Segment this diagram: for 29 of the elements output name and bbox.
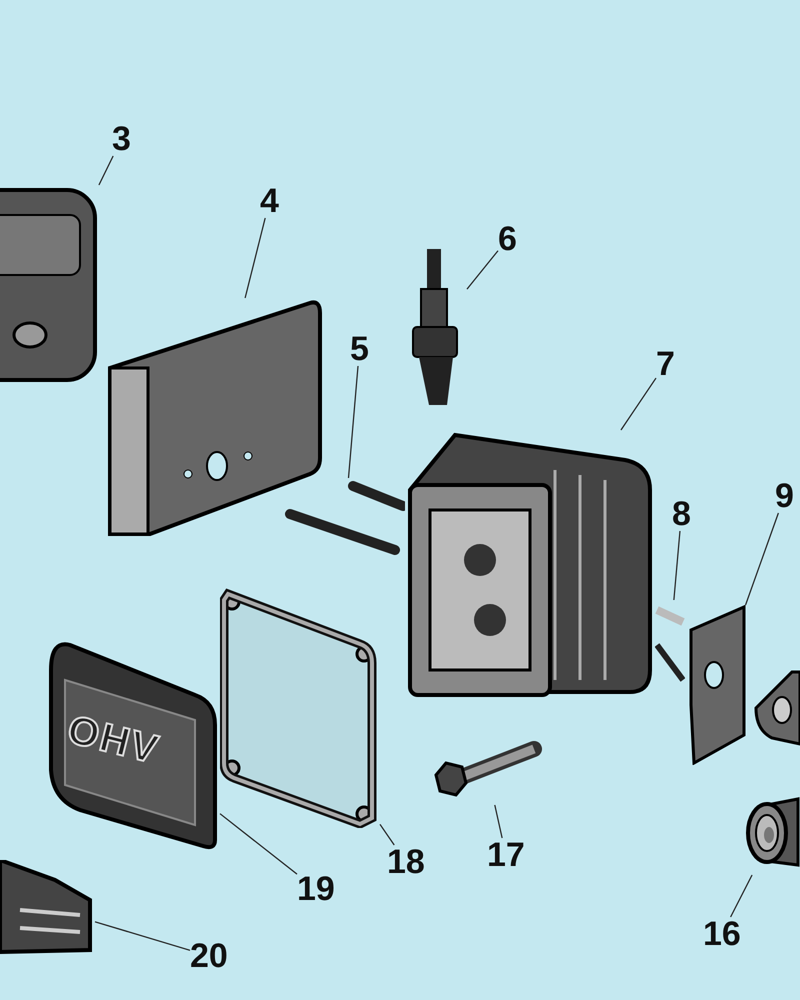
callout-number: 3 — [112, 122, 131, 156]
callout-number: 7 — [656, 347, 675, 381]
muffler-drawing — [0, 185, 100, 385]
cylinder-head-drawing — [405, 430, 655, 700]
embossed-lettering: OHV — [62, 707, 164, 774]
leader-line — [620, 378, 656, 430]
leader-line — [98, 156, 114, 186]
callout-number: 19 — [297, 872, 335, 906]
callout-number: 16 — [703, 917, 741, 951]
callout-number: 6 — [498, 222, 517, 256]
callout-number: 17 — [487, 838, 525, 872]
callout-number: 4 — [260, 184, 279, 218]
leader-line — [94, 921, 190, 951]
leader-line — [673, 530, 681, 600]
heat-shield-drawing — [105, 298, 325, 538]
leader-line — [494, 804, 503, 838]
leader-line — [348, 366, 359, 478]
callout-number: 20 — [190, 939, 228, 973]
callout-number: 5 — [350, 332, 369, 366]
leader-line — [220, 813, 298, 875]
leader-line — [744, 512, 779, 606]
callout-number: 18 — [387, 845, 425, 879]
callout-number: 8 — [672, 497, 691, 531]
leader-line — [380, 824, 395, 846]
callout-number: 9 — [775, 479, 794, 513]
leader-line — [244, 218, 266, 298]
leader-line — [466, 250, 498, 290]
leader-line — [730, 874, 753, 918]
engine-part-drawing — [0, 860, 95, 955]
